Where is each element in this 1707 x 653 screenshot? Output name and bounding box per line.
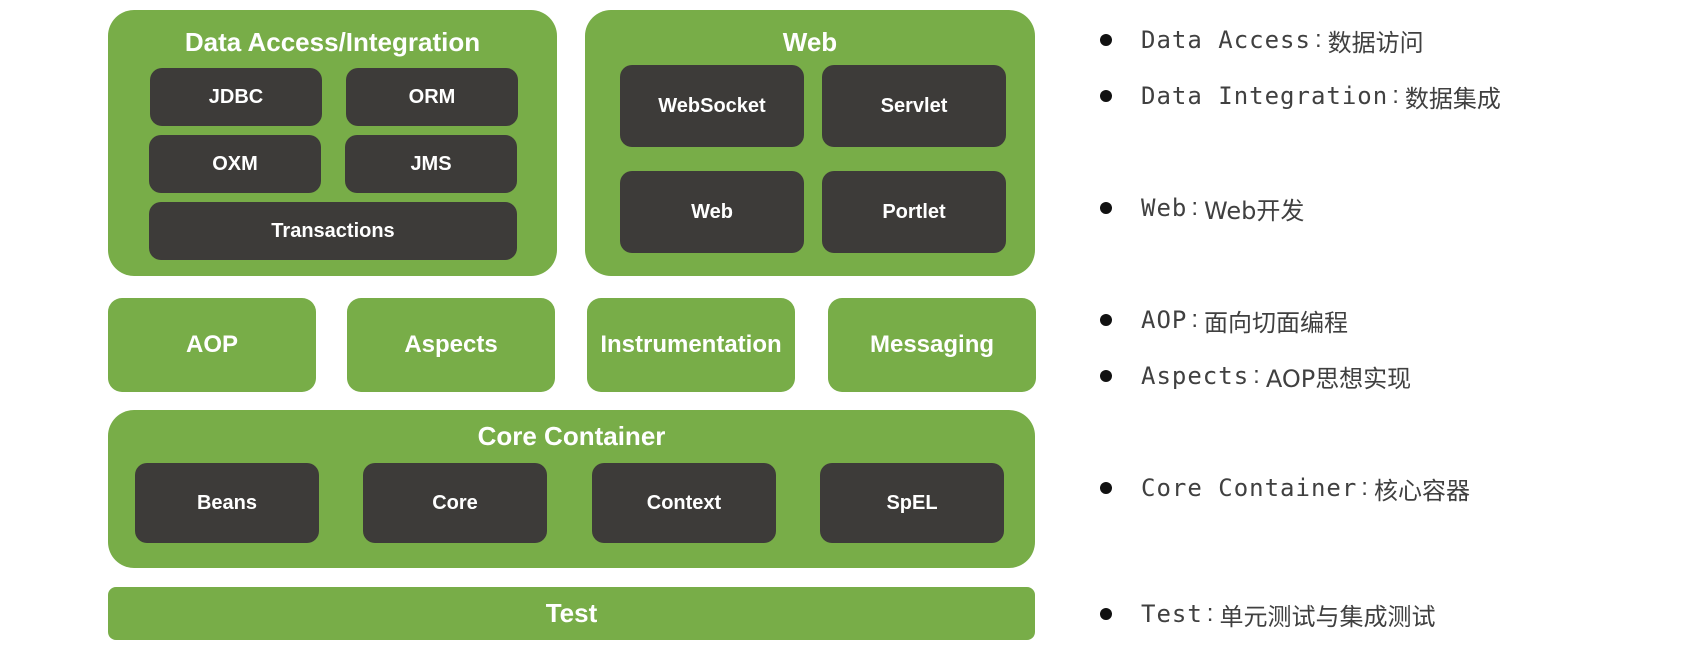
bullet-icon — [1100, 202, 1112, 214]
module-jdbc: JDBC — [150, 68, 322, 126]
note-separator: : — [1253, 362, 1260, 389]
module-orm: ORM — [346, 68, 518, 126]
note-aspects: Aspects:AOP思想实现 — [1100, 358, 1411, 394]
module-aop: AOP — [108, 298, 316, 392]
bullet-icon — [1100, 482, 1112, 494]
module-web: Web — [620, 171, 804, 253]
note-desc: Web开发 — [1204, 196, 1305, 225]
bullet-icon — [1100, 34, 1112, 46]
module-beans: Beans — [135, 463, 319, 543]
note-test: Test:单元测试与集成测试 — [1100, 596, 1435, 632]
data-access-integration-group: Data Access/Integration JDBC ORM OXM JMS… — [108, 10, 557, 276]
bullet-icon — [1100, 370, 1112, 382]
note-data-integration: Data Integration:数据集成 — [1100, 78, 1501, 114]
module-context: Context — [592, 463, 776, 543]
note-desc: 面向切面编程 — [1204, 308, 1349, 337]
module-portlet: Portlet — [822, 171, 1006, 253]
note-desc: 数据访问 — [1327, 28, 1424, 57]
note-separator: : — [1392, 82, 1399, 109]
module-core: Core — [363, 463, 547, 543]
note-separator: : — [1191, 306, 1199, 333]
note-term: Data Access — [1141, 26, 1311, 54]
web-group: Web WebSocket Servlet Web Portlet — [585, 10, 1035, 276]
bullet-icon — [1100, 90, 1112, 102]
module-spel: SpEL — [820, 463, 1004, 543]
data-access-integration-title: Data Access/Integration — [184, 27, 481, 57]
note-separator: : — [1361, 474, 1368, 501]
note-separator: : — [1191, 194, 1199, 221]
note-aop: AOP:面向切面编程 — [1100, 302, 1348, 338]
module-servlet: Servlet — [822, 65, 1006, 147]
module-messaging: Messaging — [828, 298, 1036, 392]
note-core-container: Core Container:核心容器 — [1100, 470, 1470, 506]
module-instrumentation: Instrumentation — [587, 298, 795, 392]
note-desc: AOP思想实现 — [1265, 364, 1412, 393]
note-separator: : — [1206, 600, 1214, 627]
note-desc: 核心容器 — [1373, 476, 1470, 505]
core-container-group: Core Container Beans Core Context SpEL — [108, 410, 1035, 568]
bullet-icon — [1100, 608, 1112, 620]
note-desc: 单元测试与集成测试 — [1219, 602, 1436, 631]
module-oxm: OXM — [149, 135, 321, 193]
module-transactions: Transactions — [149, 202, 517, 260]
web-group-title: Web — [782, 27, 838, 57]
core-container-title: Core Container — [477, 421, 666, 451]
note-data-access: Data Access:数据访问 — [1100, 22, 1424, 58]
module-jms: JMS — [345, 135, 517, 193]
notes-list: Data Access:数据访问 Data Integration:数据集成 W… — [1100, 0, 1700, 653]
note-term: Core Container — [1141, 474, 1358, 502]
note-term: Data Integration — [1141, 82, 1389, 110]
note-term: Web — [1141, 194, 1188, 222]
note-separator: : — [1314, 26, 1322, 53]
bullet-icon — [1100, 314, 1112, 326]
module-test: Test — [108, 587, 1035, 640]
note-desc: 数据集成 — [1404, 84, 1501, 113]
note-web: Web:Web开发 — [1100, 190, 1304, 226]
note-term: Aspects — [1141, 362, 1250, 390]
note-term: Test — [1141, 600, 1203, 628]
module-aspects: Aspects — [347, 298, 555, 392]
module-websocket: WebSocket — [620, 65, 804, 147]
note-term: AOP — [1141, 306, 1188, 334]
